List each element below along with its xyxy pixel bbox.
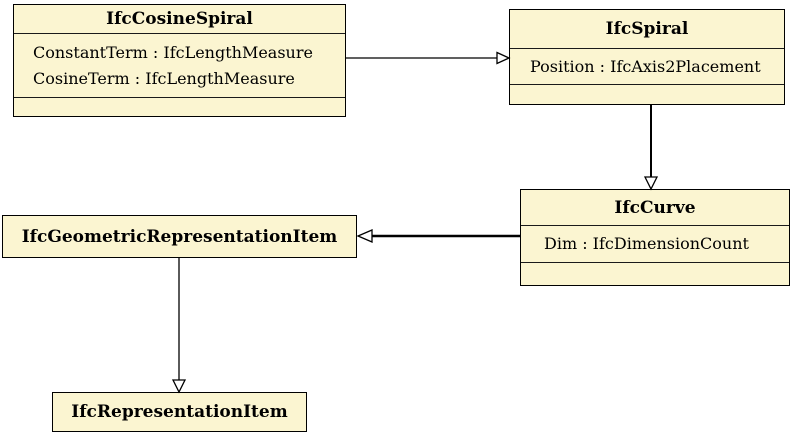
generalization-arrow-cosinespiral-to-spiral: [346, 51, 511, 65]
class-title: IfcSpiral: [605, 19, 689, 39]
class-node-ifccurve: IfcCurve Dim : IfcDimensionCount: [520, 189, 790, 286]
inheritance-triangle-icon: [643, 176, 659, 191]
class-attributes: Dim : IfcDimensionCount: [521, 225, 789, 262]
class-attributes: Position : IfcAxis2Placement: [510, 48, 784, 84]
generalization-arrow-spiral-to-curve: [643, 105, 659, 191]
class-node-ifccosinespiral: IfcCosineSpiral ConstantTerm : IfcLength…: [13, 4, 346, 117]
class-attributes: ConstantTerm : IfcLengthMeasure CosineTe…: [14, 33, 345, 97]
class-title: IfcRepresentationItem: [71, 402, 288, 422]
inheritance-triangle-icon: [496, 51, 511, 65]
class-title: IfcGeometricRepresentationItem: [21, 226, 338, 247]
generalization-arrow-curve-to-geomrepitem: [356, 229, 520, 243]
class-operations-empty: [510, 84, 784, 104]
class-operations-empty: [14, 97, 345, 116]
class-attribute: Dim : IfcDimensionCount: [544, 234, 749, 253]
class-title: IfcCosineSpiral: [106, 9, 253, 29]
class-attribute: ConstantTerm : IfcLengthMeasure: [33, 42, 313, 62]
class-node-ifcspiral: IfcSpiral Position : IfcAxis2Placement: [509, 9, 785, 105]
class-node-ifcrepresentationitem: IfcRepresentationItem: [52, 392, 307, 432]
class-attribute: Position : IfcAxis2Placement: [530, 56, 761, 76]
inheritance-triangle-icon: [356, 229, 373, 243]
class-operations-empty: [521, 262, 789, 285]
class-node-ifcgeometricrepresentationitem: IfcGeometricRepresentationItem: [2, 215, 357, 258]
class-title: IfcCurve: [614, 197, 696, 218]
class-attribute: CosineTerm : IfcLengthMeasure: [33, 68, 295, 88]
generalization-arrow-geomrepitem-to-repitem: [171, 258, 187, 394]
inheritance-triangle-icon: [171, 379, 187, 394]
